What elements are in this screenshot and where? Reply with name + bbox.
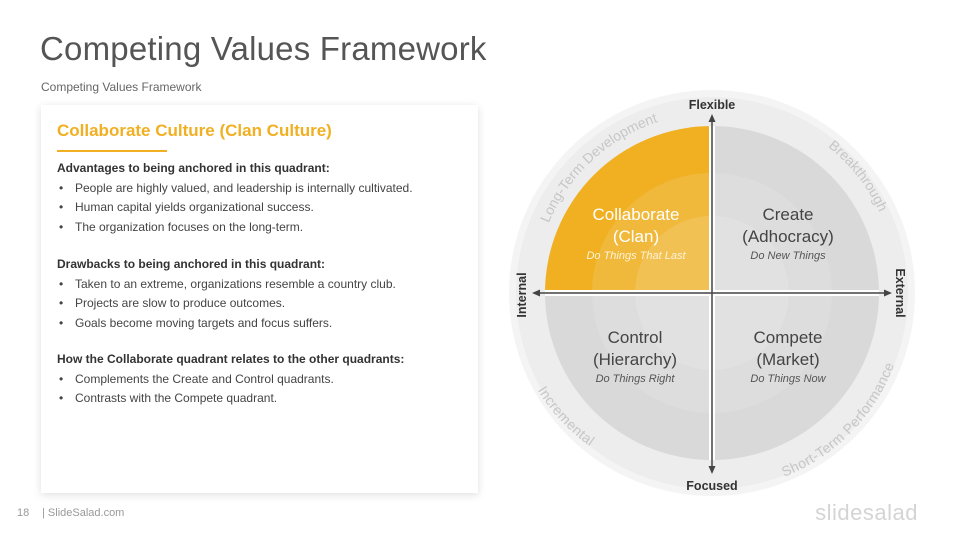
relations-heading: How the Collaborate quadrant relates to … xyxy=(57,352,405,366)
heading-underline xyxy=(57,150,167,152)
quadrant-bottom-left-title: Control xyxy=(608,328,663,347)
advantage-item: The organization focuses on the long-ter… xyxy=(57,218,467,238)
quadrant-top-left[interactable] xyxy=(545,126,712,293)
quadrant-top-right-shape xyxy=(712,126,879,293)
quadrant-bottom-right[interactable] xyxy=(712,293,879,460)
card-heading: Collaborate Culture (Clan Culture) xyxy=(57,121,332,140)
drawback-item: Projects are slow to produce outcomes. xyxy=(57,294,467,314)
quadrant-top-right-inner-ring xyxy=(712,216,789,293)
axis-label-top: Flexible xyxy=(689,98,736,112)
page-subtitle: Competing Values Framework xyxy=(41,80,202,94)
quadrant-top-left-tagline: Do Things That Last xyxy=(586,250,686,262)
quadrant-top-right-subtitle: (Adhocracy) xyxy=(742,227,834,246)
quadrant-bottom-right-title: Compete xyxy=(754,328,823,347)
footer-site: | SlideSalad.com xyxy=(42,507,125,519)
quadrant-top-right[interactable] xyxy=(712,126,879,293)
drawback-item: Taken to an extreme, organizations resem… xyxy=(57,275,467,295)
quadrant-bottom-right-mid-ring xyxy=(712,293,832,413)
arrow-left-icon xyxy=(532,289,540,297)
drawback-item: Goals become moving targets and focus su… xyxy=(57,314,467,334)
quadrant-top-right-tagline: Do New Things xyxy=(750,250,826,262)
quadrant-bottom-left[interactable] xyxy=(545,293,712,460)
quadrant-bottom-left-inner-ring xyxy=(635,293,712,370)
description-card: Collaborate Culture (Clan Culture) Advan… xyxy=(41,105,478,493)
drawbacks-heading: Drawbacks to being anchored in this quad… xyxy=(57,257,326,271)
quadrant-bottom-right-shape xyxy=(712,293,879,460)
relations-section: How the Collaborate quadrant relates to … xyxy=(57,350,467,409)
quadrant-top-left-title: Collaborate xyxy=(593,205,680,224)
quadrant-bottom-right-tagline: Do Things Now xyxy=(750,373,826,385)
quadrant-bottom-right-subtitle: (Market) xyxy=(756,350,819,369)
quadrant-bottom-right-inner-ring xyxy=(712,293,789,370)
relation-item: Contrasts with the Compete quadrant. xyxy=(57,389,467,409)
quadrant-bottom-left-mid-ring xyxy=(592,293,712,413)
arrow-right-icon xyxy=(884,289,892,297)
advantage-item: Human capital yields organizational succ… xyxy=(57,198,467,218)
page-number: 18 xyxy=(17,507,30,519)
page-title: Competing Values Framework xyxy=(40,30,487,67)
quadrant-top-left-subtitle: (Clan) xyxy=(613,227,659,246)
arrow-down-icon xyxy=(708,466,716,474)
axis-label-left: Internal xyxy=(515,272,529,317)
advantages-section: Advantages to being anchored in this qua… xyxy=(57,159,467,237)
relation-item: Complements the Create and Control quadr… xyxy=(57,370,467,390)
quadrant-top-right-title: Create xyxy=(762,205,813,224)
drawbacks-section: Drawbacks to being anchored in this quad… xyxy=(57,255,467,333)
quadrant-top-left-inner-ring xyxy=(635,216,712,293)
quadrant-top-left-mid-ring xyxy=(592,173,712,293)
advantage-item: People are highly valued, and leadership… xyxy=(57,179,467,199)
arrow-up-icon xyxy=(708,114,716,122)
advantages-heading: Advantages to being anchored in this qua… xyxy=(57,161,330,175)
quadrant-top-left-shape xyxy=(545,126,712,293)
slidesalad-logo: slidesalad xyxy=(815,500,918,525)
axis-label-bottom: Focused xyxy=(686,479,737,493)
quadrant-bottom-left-subtitle: (Hierarchy) xyxy=(593,350,677,369)
vertical-axis xyxy=(708,114,716,474)
axis-label-right: External xyxy=(893,268,907,317)
quadrant-top-right-mid-ring xyxy=(712,173,832,293)
quadrant-bottom-left-shape xyxy=(545,293,712,460)
quadrant-bottom-left-tagline: Do Things Right xyxy=(596,373,676,385)
competing-values-diagram: Flexible Focused Internal External Long-… xyxy=(509,90,915,496)
horizontal-axis xyxy=(532,289,892,297)
